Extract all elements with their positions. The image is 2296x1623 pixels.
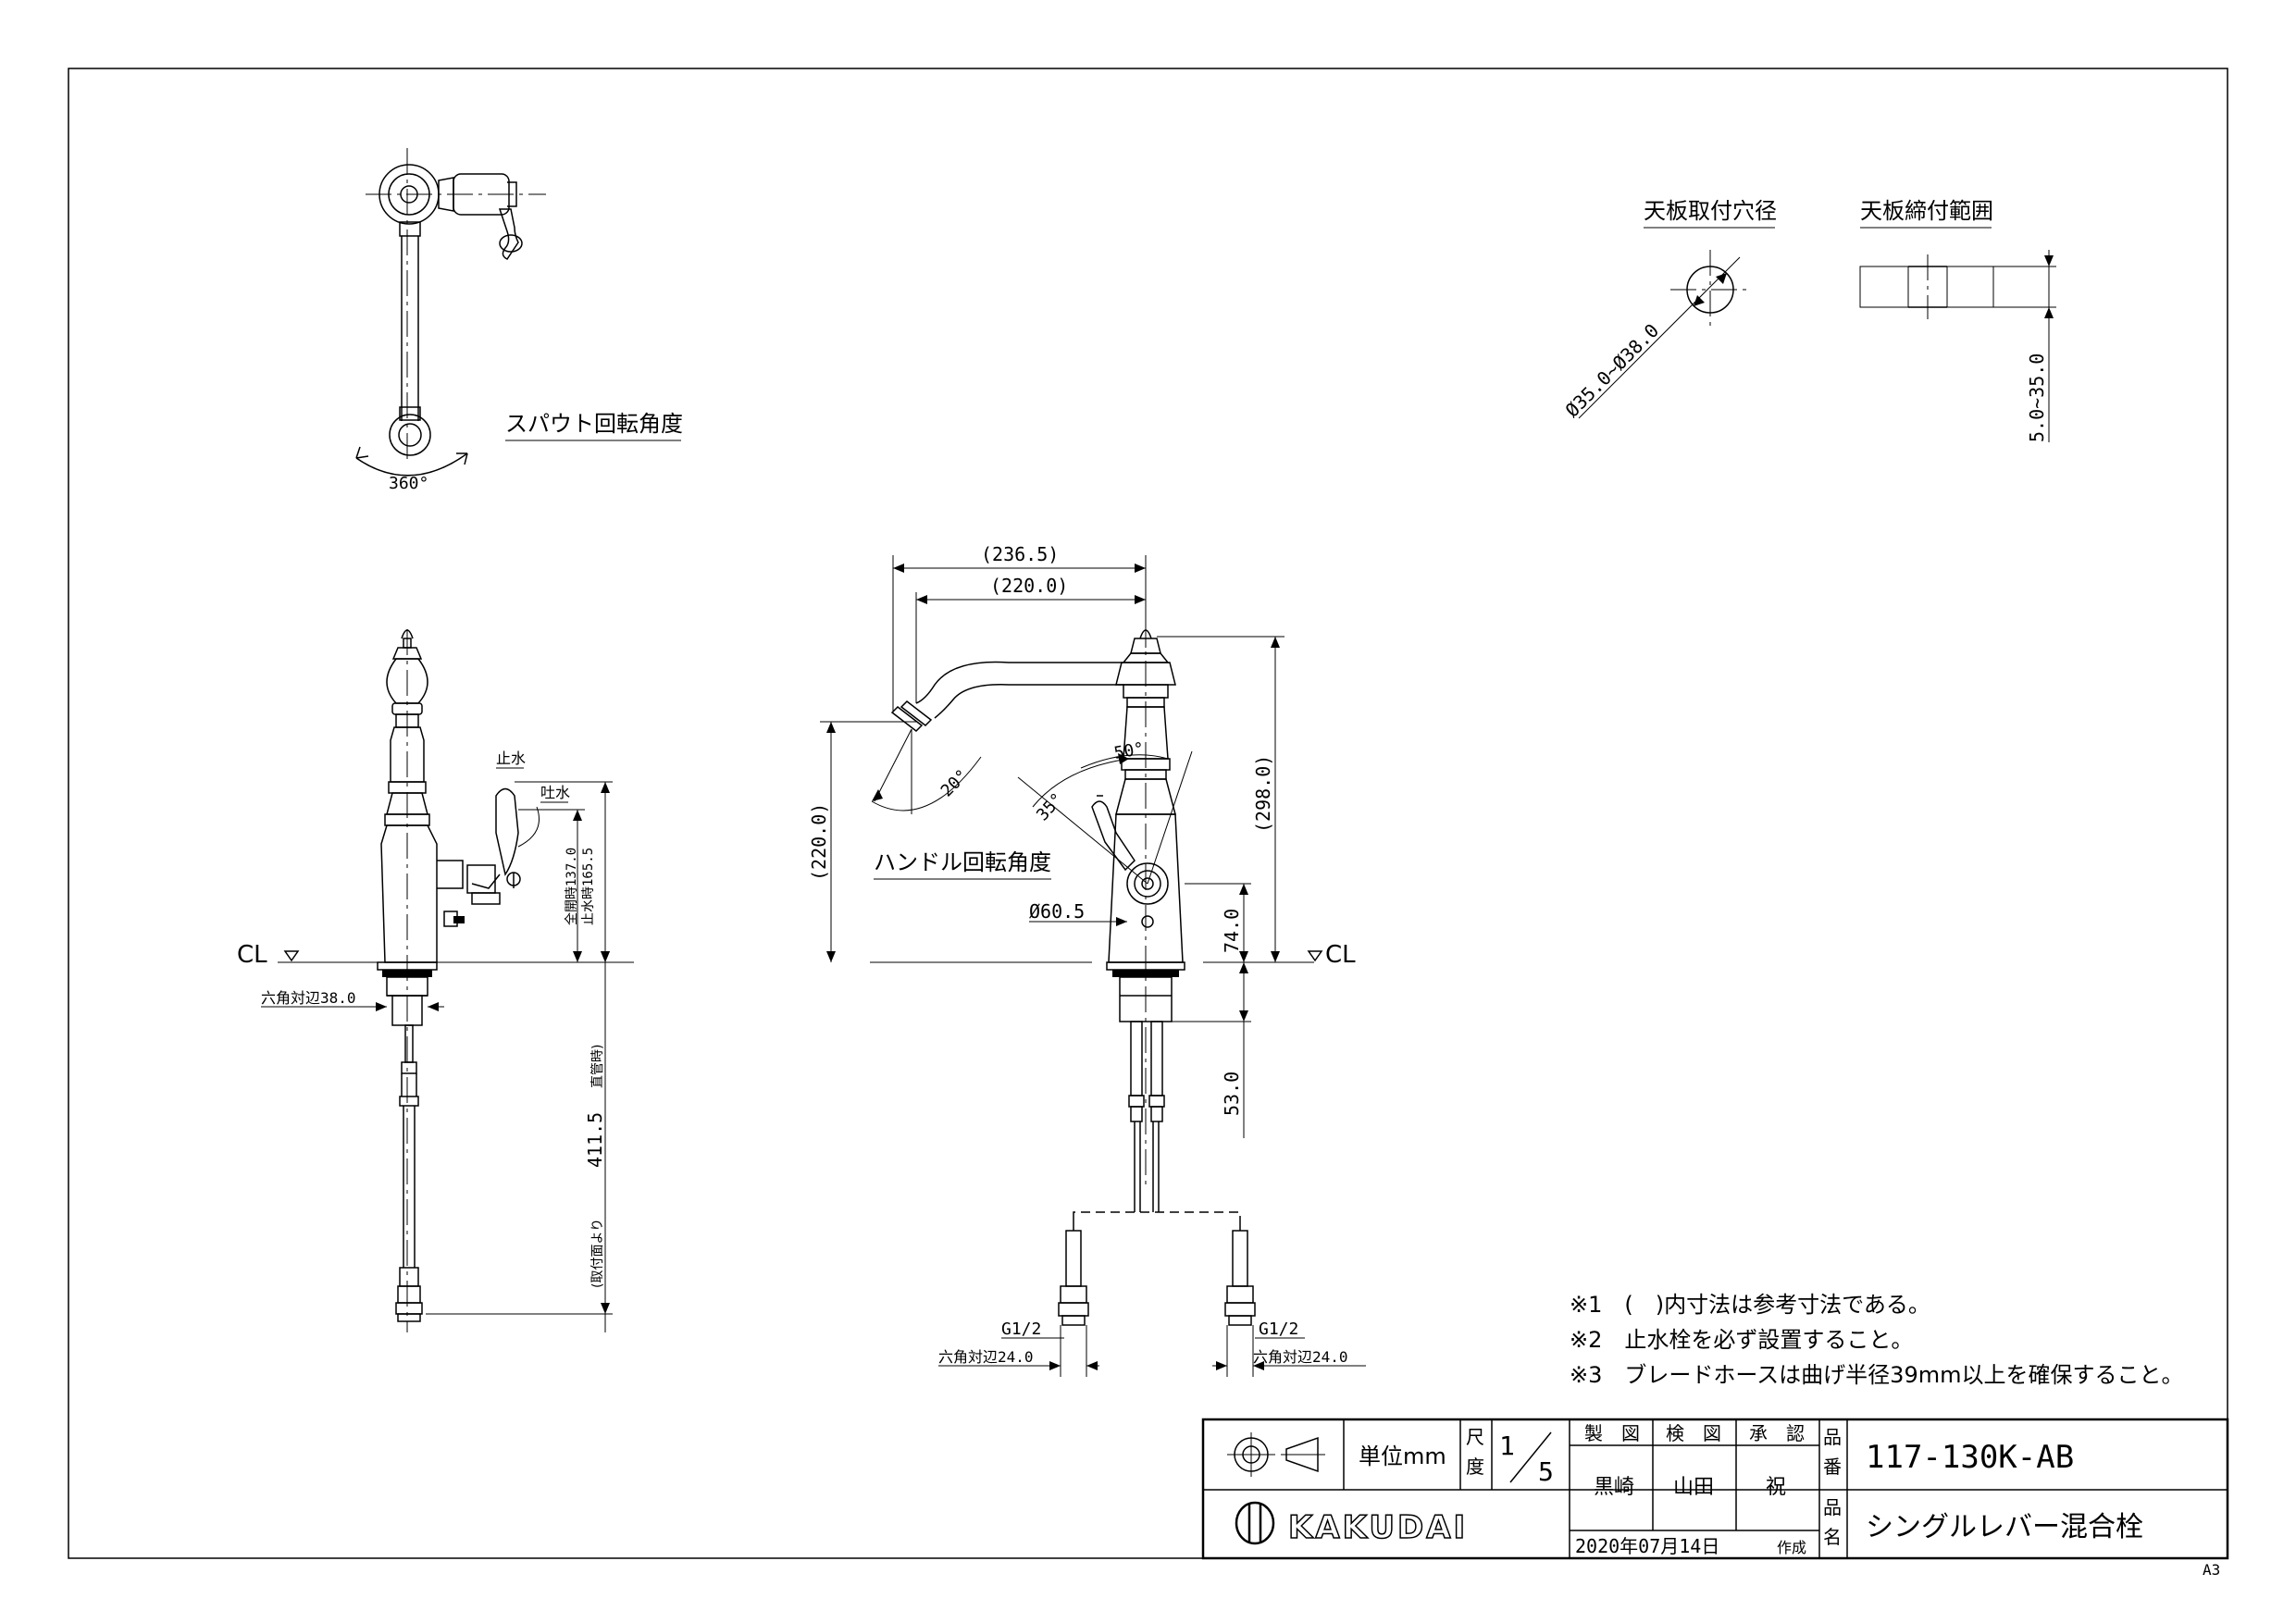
dim-height-total: (298.0)	[1252, 755, 1274, 833]
hole-diameter-dim: Ø35.0~Ø38.0	[1561, 319, 1664, 422]
note-2: ※2 止水栓を必ず設置すること。	[1570, 1327, 1913, 1353]
part-label-2: 番	[1823, 1456, 1842, 1478]
side-length-dim: 411.5	[584, 1112, 606, 1168]
spout-rotation-angle: 360°	[389, 474, 428, 493]
front-cl-label: CL	[1325, 941, 1356, 969]
left-hex-dim: 六角対辺24.0	[938, 1348, 1034, 1366]
scale-label-1: 尺	[1466, 1426, 1484, 1448]
notes: ※1 ( )内寸法は参考寸法である。 ※2 止水栓を必ず設置すること。 ※3 ブ…	[1570, 1292, 2183, 1388]
stop-water-label: 止水	[496, 750, 526, 767]
part-label-1: 品	[1823, 1426, 1842, 1448]
projection-symbol	[1227, 1432, 1325, 1477]
scale-label-2: 度	[1466, 1456, 1484, 1478]
dim-reach-outer: (236.5)	[981, 543, 1059, 565]
made-by: 黒崎	[1594, 1476, 1634, 1499]
name-label-2: 名	[1823, 1526, 1842, 1548]
product-name: シングルレバー混合栓	[1866, 1511, 2143, 1543]
dim-height-spout: (220.0)	[808, 803, 830, 881]
front-view: (236.5) (220.0) (298.0) (220.0) 20° 50° …	[808, 543, 1366, 1377]
right-connection: G1/2	[1259, 1319, 1298, 1339]
note-3: ※3 ブレードホースは曲げ半径39mm以上を確保すること。	[1570, 1362, 2183, 1388]
counter-thickness-label: 天板締付範囲	[1860, 198, 1993, 224]
date-suffix: 作成	[1777, 1539, 1806, 1556]
side-cl-label: CL	[237, 941, 267, 969]
drawing-date: 2020年07月14日	[1575, 1535, 1719, 1557]
side-length-suffix: 直管時)	[590, 1045, 605, 1088]
drawing-frame	[68, 68, 2228, 1559]
counter-thickness-dim: 5.0~35.0	[2026, 353, 2048, 442]
approve-label: 承 認	[1749, 1422, 1805, 1444]
dim-full-open: 全開時137.0	[564, 848, 579, 925]
spout-water-label: 吐水	[540, 784, 570, 801]
unit-label: 単位mm	[1359, 1443, 1446, 1469]
brand-name: KAKUDAI	[1288, 1509, 1468, 1546]
side-hex-dim: 六角対辺38.0	[261, 989, 356, 1007]
handle-rotation-label: ハンドル回転角度	[874, 849, 1051, 875]
kakudai-logo: KAKUDAI	[1235, 1501, 1468, 1547]
top-view: 360° スパウト回転角度	[355, 148, 683, 493]
left-connection: G1/2	[1001, 1319, 1041, 1339]
part-number: 117-130K-AB	[1866, 1439, 2074, 1476]
checked-by: 山田	[1673, 1476, 1714, 1499]
handle-angle-a: 50°	[1112, 739, 1146, 763]
side-view: CL 止水 吐水 全開時137.0 止水時165.5 六角対辺38.0 (取付面…	[237, 629, 634, 1332]
dim-74: 74.0	[1221, 909, 1243, 953]
spout-rotation-label: スパウト回転角度	[505, 411, 683, 437]
scale-numerator: 1	[1499, 1431, 1515, 1461]
dim-reach-inner: (220.0)	[990, 575, 1068, 597]
hole-details: 天板取付穴径 Ø35.0~Ø38.0 天板締付範囲 5.0~35.0	[1561, 198, 2056, 442]
spout-angle: 20°	[937, 766, 973, 801]
side-length-prefix: (取付面より	[590, 1219, 605, 1288]
note-1: ※1 ( )内寸法は参考寸法である。	[1570, 1292, 1930, 1318]
right-hex-dim: 六角対辺24.0	[1253, 1348, 1348, 1366]
dim-base-diameter: Ø60.5	[1029, 900, 1085, 923]
sheet-size: A3	[2203, 1561, 2220, 1579]
approved-by: 祝	[1766, 1476, 1786, 1499]
check-label: 検 図	[1666, 1422, 1721, 1444]
scale-denominator: 5	[1538, 1456, 1554, 1487]
name-label-1: 品	[1823, 1496, 1842, 1518]
dim-53: 53.0	[1221, 1072, 1243, 1116]
handle-angle-b: 35°	[1033, 789, 1067, 824]
dim-stop: 止水時165.5	[581, 848, 596, 925]
hole-diameter-label: 天板取付穴径	[1644, 198, 1777, 224]
made-label: 製 図	[1584, 1422, 1640, 1444]
title-block: 単位mm 尺 度 1 5 製 図 検 図 承 認 黒崎 山田 祝 2020年07…	[1201, 1418, 2229, 1560]
